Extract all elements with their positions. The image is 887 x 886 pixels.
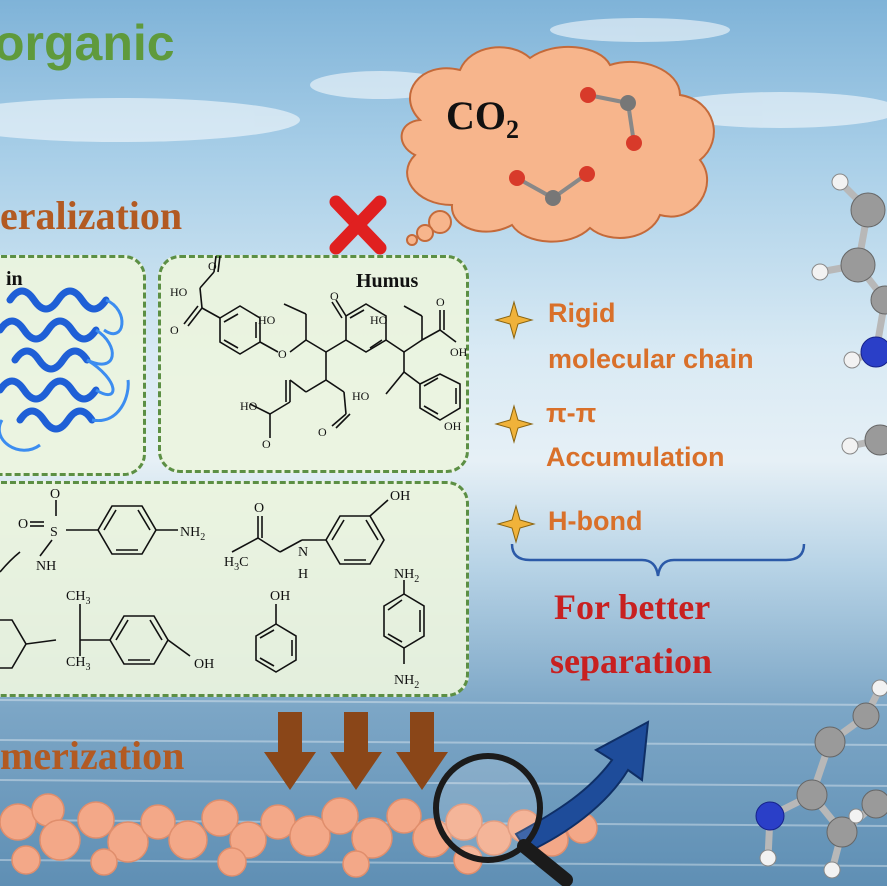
svg-text:CH3: CH3 — [66, 655, 90, 673]
svg-text:NH2: NH2 — [180, 525, 205, 543]
svg-text:HO: HO — [240, 399, 258, 413]
mineralization-label: eralization — [0, 193, 183, 238]
down-arrow-icon — [330, 712, 382, 790]
down-arrow-icon — [264, 712, 316, 790]
svg-text:OH: OH — [444, 419, 462, 433]
feature-1-line-2: molecular chain — [548, 344, 754, 374]
star-icon — [496, 504, 536, 544]
svg-text:HO: HO — [352, 389, 370, 403]
svg-text:O: O — [318, 425, 327, 439]
feature-2-line-1: π-π — [546, 398, 597, 428]
conclusion-line-1: For better — [554, 587, 711, 627]
svg-text:O: O — [262, 437, 271, 451]
svg-text:H: H — [298, 567, 308, 582]
down-arrow-icon — [396, 712, 448, 790]
svg-text:S: S — [50, 525, 58, 540]
small-molecules-panel — [0, 481, 469, 697]
feature-1-line-1: Rigid — [548, 298, 616, 328]
svg-text:HO: HO — [258, 313, 276, 327]
brace — [510, 543, 806, 577]
svg-text:CH3: CH3 — [66, 589, 90, 607]
svg-text:O: O — [208, 259, 217, 273]
svg-text:O: O — [330, 289, 339, 303]
co2-molecule-icon — [509, 166, 595, 206]
svg-text:H3C: H3C — [224, 555, 248, 573]
svg-text:HO: HO — [370, 313, 388, 327]
polymerization-label: merization — [0, 733, 185, 778]
conclusion-line-2: separation — [550, 641, 712, 681]
svg-text:O: O — [436, 295, 445, 309]
feature-2-line-2: Accumulation — [546, 442, 725, 472]
svg-text:OH: OH — [270, 589, 290, 604]
svg-text:OH: OH — [390, 489, 410, 504]
svg-text:HO: HO — [170, 285, 188, 299]
svg-text:O: O — [18, 517, 28, 532]
humus-label: Humus — [356, 270, 419, 292]
page-title: organic — [0, 15, 175, 71]
co2-molecule-icon — [580, 87, 642, 151]
svg-text:OH: OH — [194, 657, 214, 672]
svg-text:O: O — [278, 347, 287, 361]
svg-text:NH2: NH2 — [394, 673, 419, 691]
svg-text:OH: OH — [450, 345, 468, 359]
humus-panel — [158, 255, 469, 473]
protein-label: in — [6, 268, 23, 290]
svg-text:N: N — [298, 545, 308, 560]
star-icon — [494, 404, 534, 444]
svg-text:NH: NH — [36, 559, 56, 574]
svg-text:O: O — [170, 323, 179, 337]
feature-3-line-1: H-bond — [548, 506, 643, 536]
svg-text:NH2: NH2 — [394, 567, 419, 585]
star-icon — [494, 300, 534, 340]
svg-text:O: O — [254, 501, 264, 516]
svg-text:O: O — [50, 487, 60, 502]
co2-label: CO2 — [446, 93, 519, 144]
